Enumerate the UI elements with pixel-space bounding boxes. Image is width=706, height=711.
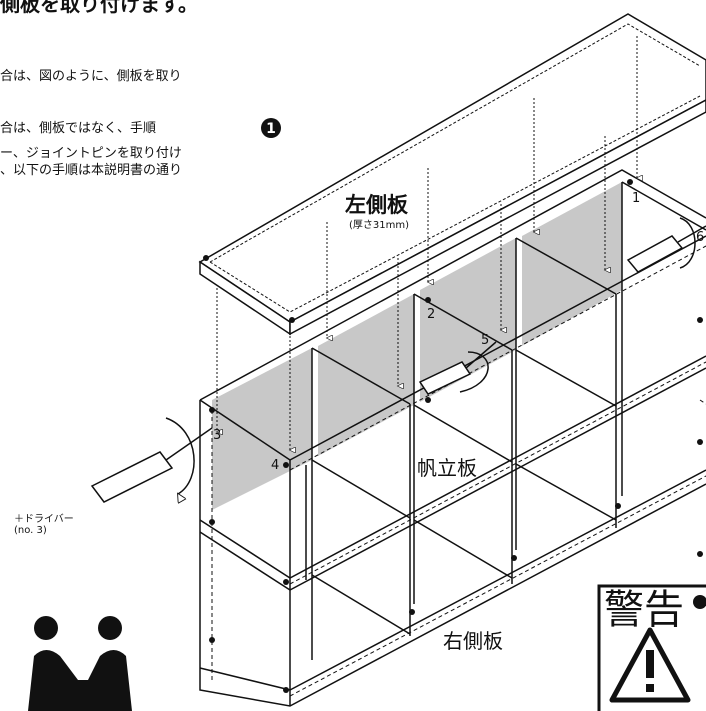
screwdriver-icon (90, 417, 213, 502)
screwdriver-icon-center (418, 341, 497, 395)
page-title-fragment: 側板を取り付けます。 (0, 0, 198, 16)
back-panel-shading (212, 182, 622, 510)
warning-triangle-icon (609, 627, 691, 703)
step-number-3: 3 (213, 428, 222, 443)
step-number-5: 5 (481, 333, 490, 348)
left-side-panel-label: 左側板 (345, 193, 408, 217)
instruction-line-1: 合は、図のように、側板を取り (0, 69, 182, 84)
warning-title: 警告 (604, 587, 684, 633)
step-number-2: 2 (427, 307, 436, 322)
joint-dashes (211, 245, 706, 697)
drop-guide-lines (217, 36, 637, 450)
instruction-line-3: ー、ジョイントピンを取り付け (0, 146, 182, 161)
step-number-6: 6 (696, 230, 705, 245)
cabinet-frame (199, 169, 706, 707)
screwdriver-icon-right (626, 217, 706, 273)
warning-box (597, 584, 706, 711)
two-people-carrying-icon (28, 616, 132, 711)
right-side-panel-label: 右側板 (443, 629, 503, 653)
left-side-panel (198, 13, 706, 336)
instruction-line-4: 、以下の手順は本説明書の通り (0, 163, 183, 178)
left-side-panel-thickness: (厚さ31mm) (349, 220, 410, 231)
screwdriver-label: ＋ドライバー (14, 514, 74, 525)
shelf-panel-label: 帆立板 (417, 456, 477, 480)
svg-text:1: 1 (266, 121, 276, 137)
screwdriver-size: (no. 3) (14, 525, 47, 536)
step-number-4: 4 (271, 458, 280, 473)
screw-holes (203, 179, 703, 693)
step-badge: 1 (261, 118, 281, 138)
instruction-line-2: 合は、側板ではなく、手順 (0, 121, 157, 136)
step-number-1: 1 (632, 191, 641, 206)
